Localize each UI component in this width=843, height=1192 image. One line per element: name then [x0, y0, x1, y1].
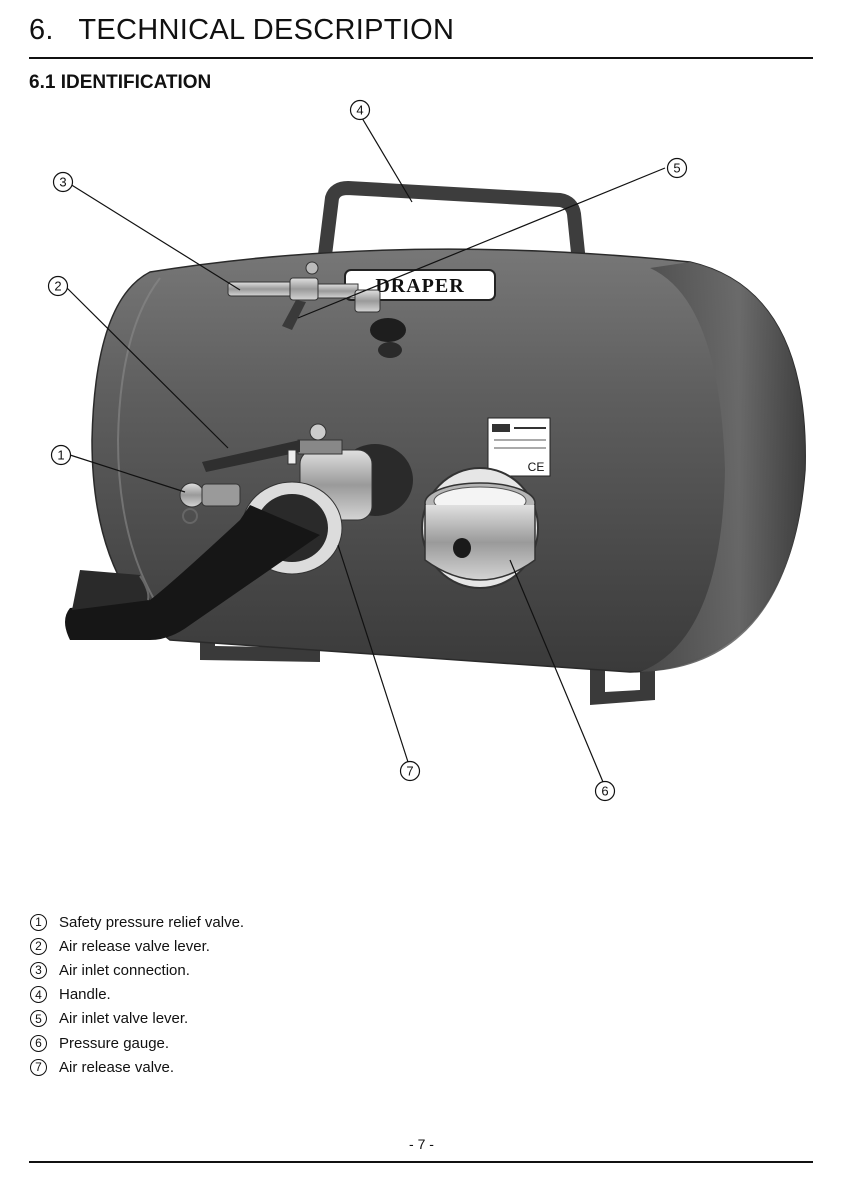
- svg-text:4: 4: [356, 103, 363, 118]
- legend-item: 2 Air release valve lever.: [30, 934, 244, 958]
- brand-logo-text: DRAPER: [375, 275, 464, 297]
- callout-7: 7: [401, 762, 420, 781]
- legend-number: 7: [30, 1059, 47, 1076]
- legend-number: 5: [30, 1010, 47, 1027]
- svg-text:6: 6: [601, 784, 608, 799]
- specification-label: CE: [488, 418, 550, 476]
- callout-3: 3: [54, 173, 73, 192]
- legend-text: Handle.: [59, 986, 111, 1003]
- svg-text:3: 3: [59, 175, 66, 190]
- page-title: 6. TECHNICAL DESCRIPTION: [29, 14, 454, 47]
- callout-5: 5: [668, 159, 687, 178]
- legend-item: 4 Handle.: [30, 983, 244, 1007]
- subsection-title: 6.1 IDENTIFICATION: [29, 72, 211, 94]
- svg-text:2: 2: [54, 279, 61, 294]
- legend-text: Air inlet connection.: [59, 962, 190, 979]
- legend-text: Pressure gauge.: [59, 1035, 169, 1052]
- legend-item: 3 Air inlet connection.: [30, 958, 244, 982]
- legend-text: Air inlet valve lever.: [59, 1010, 188, 1027]
- callout-6: 6: [596, 782, 615, 801]
- callout-1: 1: [52, 446, 71, 465]
- legend-number: 3: [30, 962, 47, 979]
- header-rule: [29, 57, 813, 59]
- ce-mark: CE: [528, 460, 545, 474]
- callout-4: 4: [351, 101, 370, 120]
- legend-number: 6: [30, 1035, 47, 1052]
- svg-text:1: 1: [57, 448, 64, 463]
- legend-number: 2: [30, 938, 47, 955]
- section-number: 6.: [29, 14, 54, 46]
- legend-number: 4: [30, 986, 47, 1003]
- callout-2: 2: [49, 277, 68, 296]
- svg-text:5: 5: [673, 161, 680, 176]
- legend-item: 5 Air inlet valve lever.: [30, 1007, 244, 1031]
- legend-item: 1 Safety pressure relief valve.: [30, 910, 244, 934]
- pressure-gauge-graphic: [422, 468, 538, 588]
- legend-item: 6 Pressure gauge.: [30, 1031, 244, 1055]
- page-number: - 7 -: [0, 1136, 843, 1152]
- legend-text: Air release valve lever.: [59, 938, 210, 955]
- legend-item: 7 Air release valve.: [30, 1055, 244, 1079]
- legend-number: 1: [30, 914, 47, 931]
- legend-text: Air release valve.: [59, 1059, 174, 1076]
- section-title: TECHNICAL DESCRIPTION: [78, 14, 454, 46]
- svg-text:7: 7: [406, 764, 413, 779]
- footer-rule: [29, 1161, 813, 1163]
- legend-text: Safety pressure relief valve.: [59, 914, 244, 931]
- tank-illustration: DRAPER CE: [0, 95, 843, 815]
